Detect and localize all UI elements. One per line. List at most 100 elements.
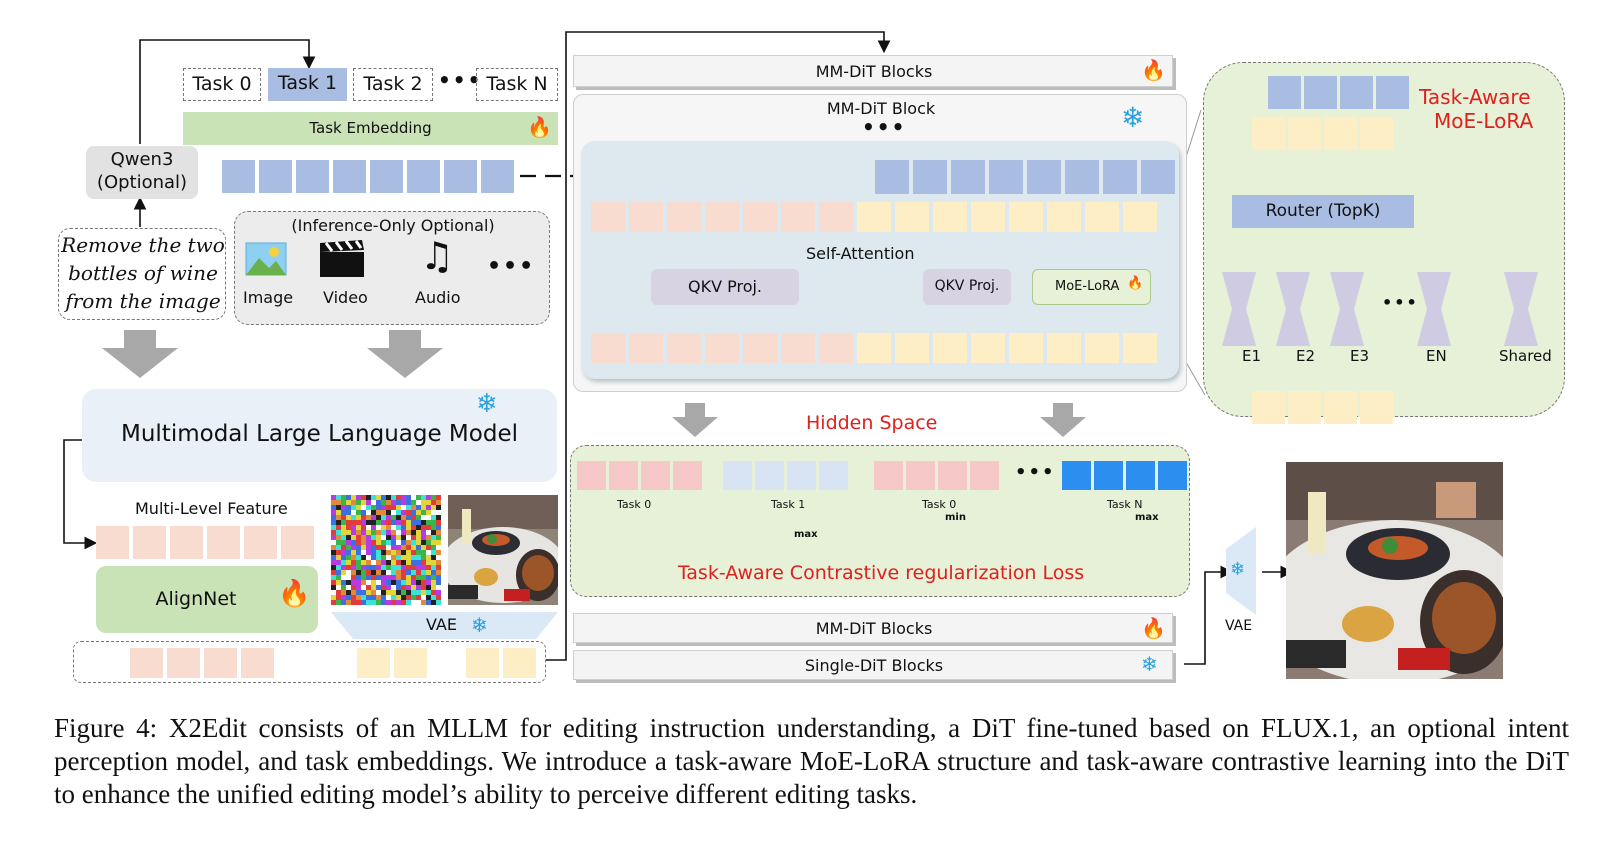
modality-image-label: Image bbox=[243, 288, 294, 307]
snowflake-icon: ❄ bbox=[471, 613, 488, 637]
hidden-token bbox=[755, 461, 784, 490]
moe-token bbox=[1360, 117, 1393, 150]
expert-en-label: EN bbox=[1426, 347, 1447, 365]
dit-token bbox=[933, 333, 967, 363]
modality-ellipsis: ••• bbox=[487, 254, 536, 279]
dit-token bbox=[1047, 202, 1081, 232]
dit-token bbox=[1065, 160, 1099, 194]
flame-icon: 🔥 bbox=[1141, 58, 1166, 82]
contrast-max-label-2: max bbox=[1135, 512, 1159, 523]
instruction-line-3: from the image bbox=[65, 289, 221, 313]
contrast-task-0a: Task 0 bbox=[617, 498, 652, 511]
condition-token bbox=[130, 648, 163, 678]
down-arrow-hidden-left bbox=[672, 403, 718, 437]
dit-token bbox=[819, 333, 853, 363]
moe-token bbox=[1324, 391, 1357, 424]
single-dit-blocks: Single-DiT Blocks ❄ bbox=[573, 650, 1173, 680]
dit-token bbox=[1047, 333, 1081, 363]
contrast-ellipsis: ••• bbox=[1015, 462, 1056, 483]
task-0-label: Task 0 bbox=[192, 73, 252, 95]
dit-token bbox=[781, 333, 815, 363]
dit-token bbox=[857, 202, 891, 232]
condition-token bbox=[357, 648, 390, 678]
instruction-line-1: Remove the two bbox=[61, 233, 225, 257]
feature-token bbox=[207, 526, 240, 559]
moe-token bbox=[1340, 76, 1373, 109]
down-arrow-right bbox=[367, 330, 443, 378]
dit-token bbox=[591, 202, 625, 232]
task-1-label: Task 1 bbox=[277, 72, 338, 94]
expert-shape bbox=[1330, 272, 1364, 346]
dit-token bbox=[951, 160, 985, 194]
vae-decoder-shape bbox=[1226, 527, 1256, 615]
single-dit-blocks-label: Single-DiT Blocks bbox=[804, 656, 944, 675]
image-icon bbox=[245, 242, 287, 276]
dit-token bbox=[875, 160, 909, 194]
self-attention-label: Self-Attention bbox=[806, 244, 915, 263]
block-ellipsis: ••• bbox=[862, 115, 907, 139]
moe-token bbox=[1304, 76, 1337, 109]
dit-token bbox=[1009, 333, 1043, 363]
task-embedding-token bbox=[370, 160, 403, 193]
moe-token bbox=[1376, 76, 1409, 109]
dit-token bbox=[857, 333, 891, 363]
flame-icon: 🔥 bbox=[1127, 276, 1144, 291]
qkv-proj-1: QKV Proj. bbox=[651, 269, 799, 305]
hidden-token bbox=[723, 461, 752, 490]
contrast-min-label: min bbox=[945, 512, 966, 523]
task-embedding-bar: Task Embedding 🔥 bbox=[183, 112, 558, 145]
hidden-token bbox=[641, 461, 670, 490]
dit-token bbox=[1009, 202, 1043, 232]
contrast-task-n: Task N bbox=[1107, 498, 1143, 511]
qkv-proj-2: QKV Proj. bbox=[923, 269, 1011, 305]
task-2-label: Task 2 bbox=[363, 73, 423, 95]
hidden-token bbox=[673, 461, 702, 490]
condition-token-row bbox=[73, 641, 546, 683]
contrast-task-0b: Task 0 bbox=[922, 498, 957, 511]
feature-token bbox=[133, 526, 166, 559]
modality-video-label: Video bbox=[323, 288, 368, 307]
dit-token bbox=[1103, 160, 1137, 194]
figure-caption: Figure 4: X2Edit consists of an MLLM for… bbox=[54, 713, 1569, 809]
flame-icon: 🔥 bbox=[527, 115, 552, 139]
moe-token bbox=[1288, 391, 1321, 424]
task-embedding-token bbox=[222, 160, 255, 193]
dit-token bbox=[1141, 160, 1175, 194]
qwen-line1: Qwen3 bbox=[110, 149, 174, 170]
condition-token bbox=[394, 648, 427, 678]
task-embedding-label: Task Embedding bbox=[309, 119, 432, 137]
qwen-line2: (Optional) bbox=[96, 172, 188, 193]
hidden-token bbox=[874, 461, 903, 490]
dit-token bbox=[629, 202, 663, 232]
snowflake-icon: ❄ bbox=[1230, 559, 1246, 580]
moe-token bbox=[1324, 117, 1357, 150]
dit-token bbox=[895, 333, 929, 363]
feature-token bbox=[281, 526, 314, 559]
mm-dit-blocks-top: MM-DiT Blocks 🔥 bbox=[573, 55, 1173, 87]
dit-token bbox=[895, 202, 929, 232]
expert-e2-label: E2 bbox=[1296, 347, 1316, 365]
task-2-box: Task 2 bbox=[353, 68, 433, 101]
dit-token bbox=[591, 333, 625, 363]
instruction-box: Remove the two bottles of wine from the … bbox=[58, 228, 226, 320]
dit-token bbox=[933, 202, 967, 232]
hidden-token bbox=[577, 461, 606, 490]
expert-e1-label: E1 bbox=[1242, 347, 1262, 365]
expert-shared-label: Shared bbox=[1499, 347, 1552, 365]
hidden-token bbox=[906, 461, 935, 490]
edited-output-photo bbox=[1286, 462, 1503, 679]
dit-token bbox=[913, 160, 947, 194]
modality-audio-label: Audio bbox=[415, 288, 461, 307]
task-n-box: Task N bbox=[476, 68, 558, 101]
dit-token bbox=[781, 202, 815, 232]
qkv-proj-1-label: QKV Proj. bbox=[687, 277, 763, 296]
task-embedding-token bbox=[259, 160, 292, 193]
dit-token bbox=[971, 333, 1005, 363]
condition-token bbox=[503, 648, 536, 678]
task-0-box: Task 0 bbox=[183, 68, 261, 101]
dit-token bbox=[1027, 160, 1061, 194]
hidden-token bbox=[938, 461, 967, 490]
condition-token bbox=[466, 648, 499, 678]
moe-title-line1: Task-Aware bbox=[1419, 85, 1531, 109]
expert-ellipsis: ••• bbox=[1382, 293, 1419, 312]
